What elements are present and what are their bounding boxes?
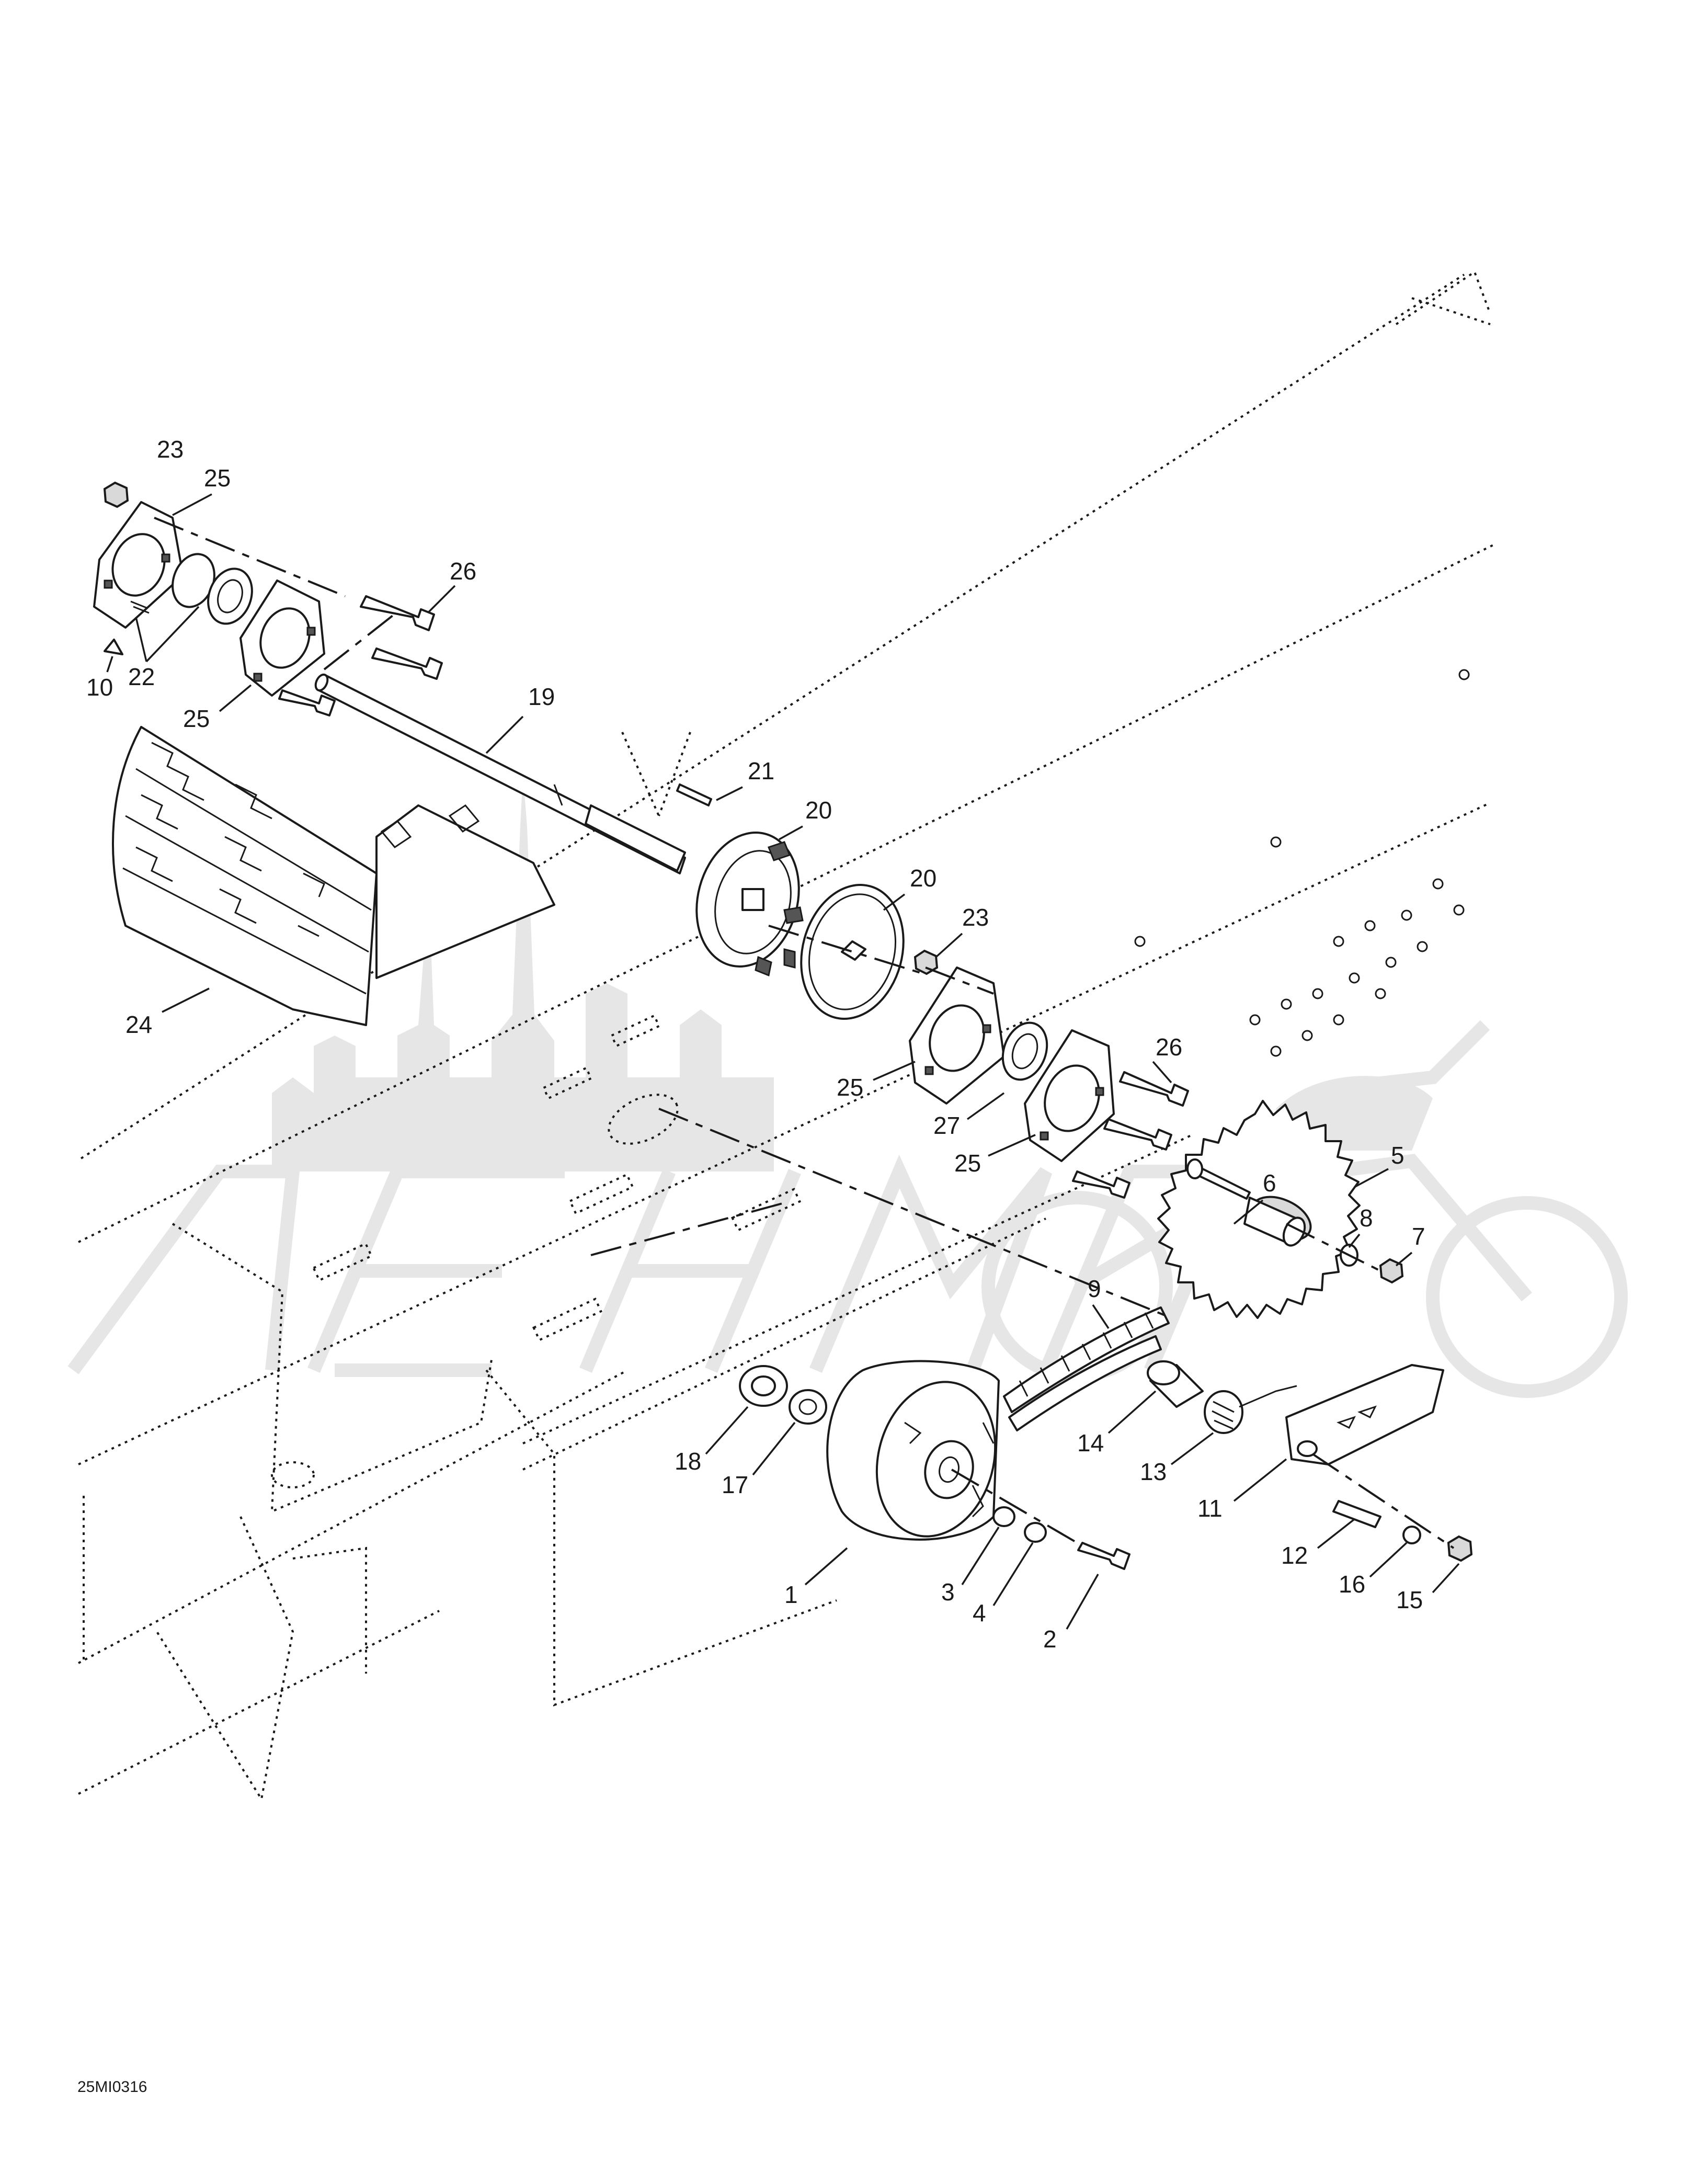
callout-20-lower: 20	[910, 864, 937, 892]
callout-4: 4	[973, 1599, 986, 1626]
callout-labels: 23 25 26 10 22 25 19 21 20 20 23 24 26 2…	[86, 436, 1460, 1653]
callout-13: 13	[1140, 1458, 1167, 1485]
callout-14: 14	[1077, 1429, 1104, 1457]
callout-11: 11	[1197, 1495, 1223, 1522]
callout-25-left: 25	[183, 705, 210, 732]
callout-9: 9	[1088, 1275, 1101, 1302]
callout-25-right: 25	[954, 1150, 981, 1177]
drive-chain	[590, 1108, 1172, 1431]
callout-19: 19	[528, 683, 555, 710]
callout-24: 24	[125, 1011, 152, 1038]
callout-7: 7	[1412, 1223, 1425, 1250]
callout-15: 15	[1396, 1586, 1423, 1613]
callout-8: 8	[1360, 1204, 1373, 1232]
drive-sprockets	[695, 832, 921, 1020]
callout-10: 10	[86, 674, 113, 701]
callout-22: 22	[128, 663, 155, 690]
tunnel-frame	[78, 270, 1496, 1802]
callout-23-mid: 23	[962, 904, 989, 931]
drive-axle	[314, 673, 712, 874]
callout-2: 2	[1043, 1625, 1057, 1653]
chain-tensioner-assembly	[1147, 1360, 1473, 1562]
left-bearing-assembly	[93, 481, 443, 716]
callout-26-top: 26	[450, 558, 476, 585]
callout-20-upper: 20	[805, 797, 832, 824]
diagram-code: 25MI0316	[77, 2078, 147, 2096]
track	[112, 726, 555, 1026]
callout-23-top: 23	[157, 436, 184, 463]
callout-21: 21	[748, 757, 774, 784]
callout-17: 17	[722, 1471, 748, 1498]
callout-16: 16	[1339, 1571, 1365, 1598]
callout-5: 5	[1391, 1142, 1404, 1169]
carriage-bolts	[278, 595, 443, 716]
callout-27: 27	[933, 1112, 960, 1139]
brake-disc-assembly	[739, 1360, 1131, 1570]
callout-25-top: 25	[204, 464, 231, 492]
callout-25-mid: 25	[837, 1074, 863, 1101]
callout-3: 3	[941, 1578, 955, 1606]
driven-sprocket-assembly	[1157, 1100, 1404, 1319]
callout-1: 1	[784, 1581, 798, 1608]
callout-12: 12	[1281, 1542, 1308, 1569]
right-bearing-assembly	[909, 949, 1189, 1199]
callout-18: 18	[675, 1448, 701, 1475]
callout-6: 6	[1263, 1169, 1276, 1197]
tunnel-rivet-holes	[1134, 669, 1470, 1057]
callout-26-mid: 26	[1156, 1033, 1182, 1061]
